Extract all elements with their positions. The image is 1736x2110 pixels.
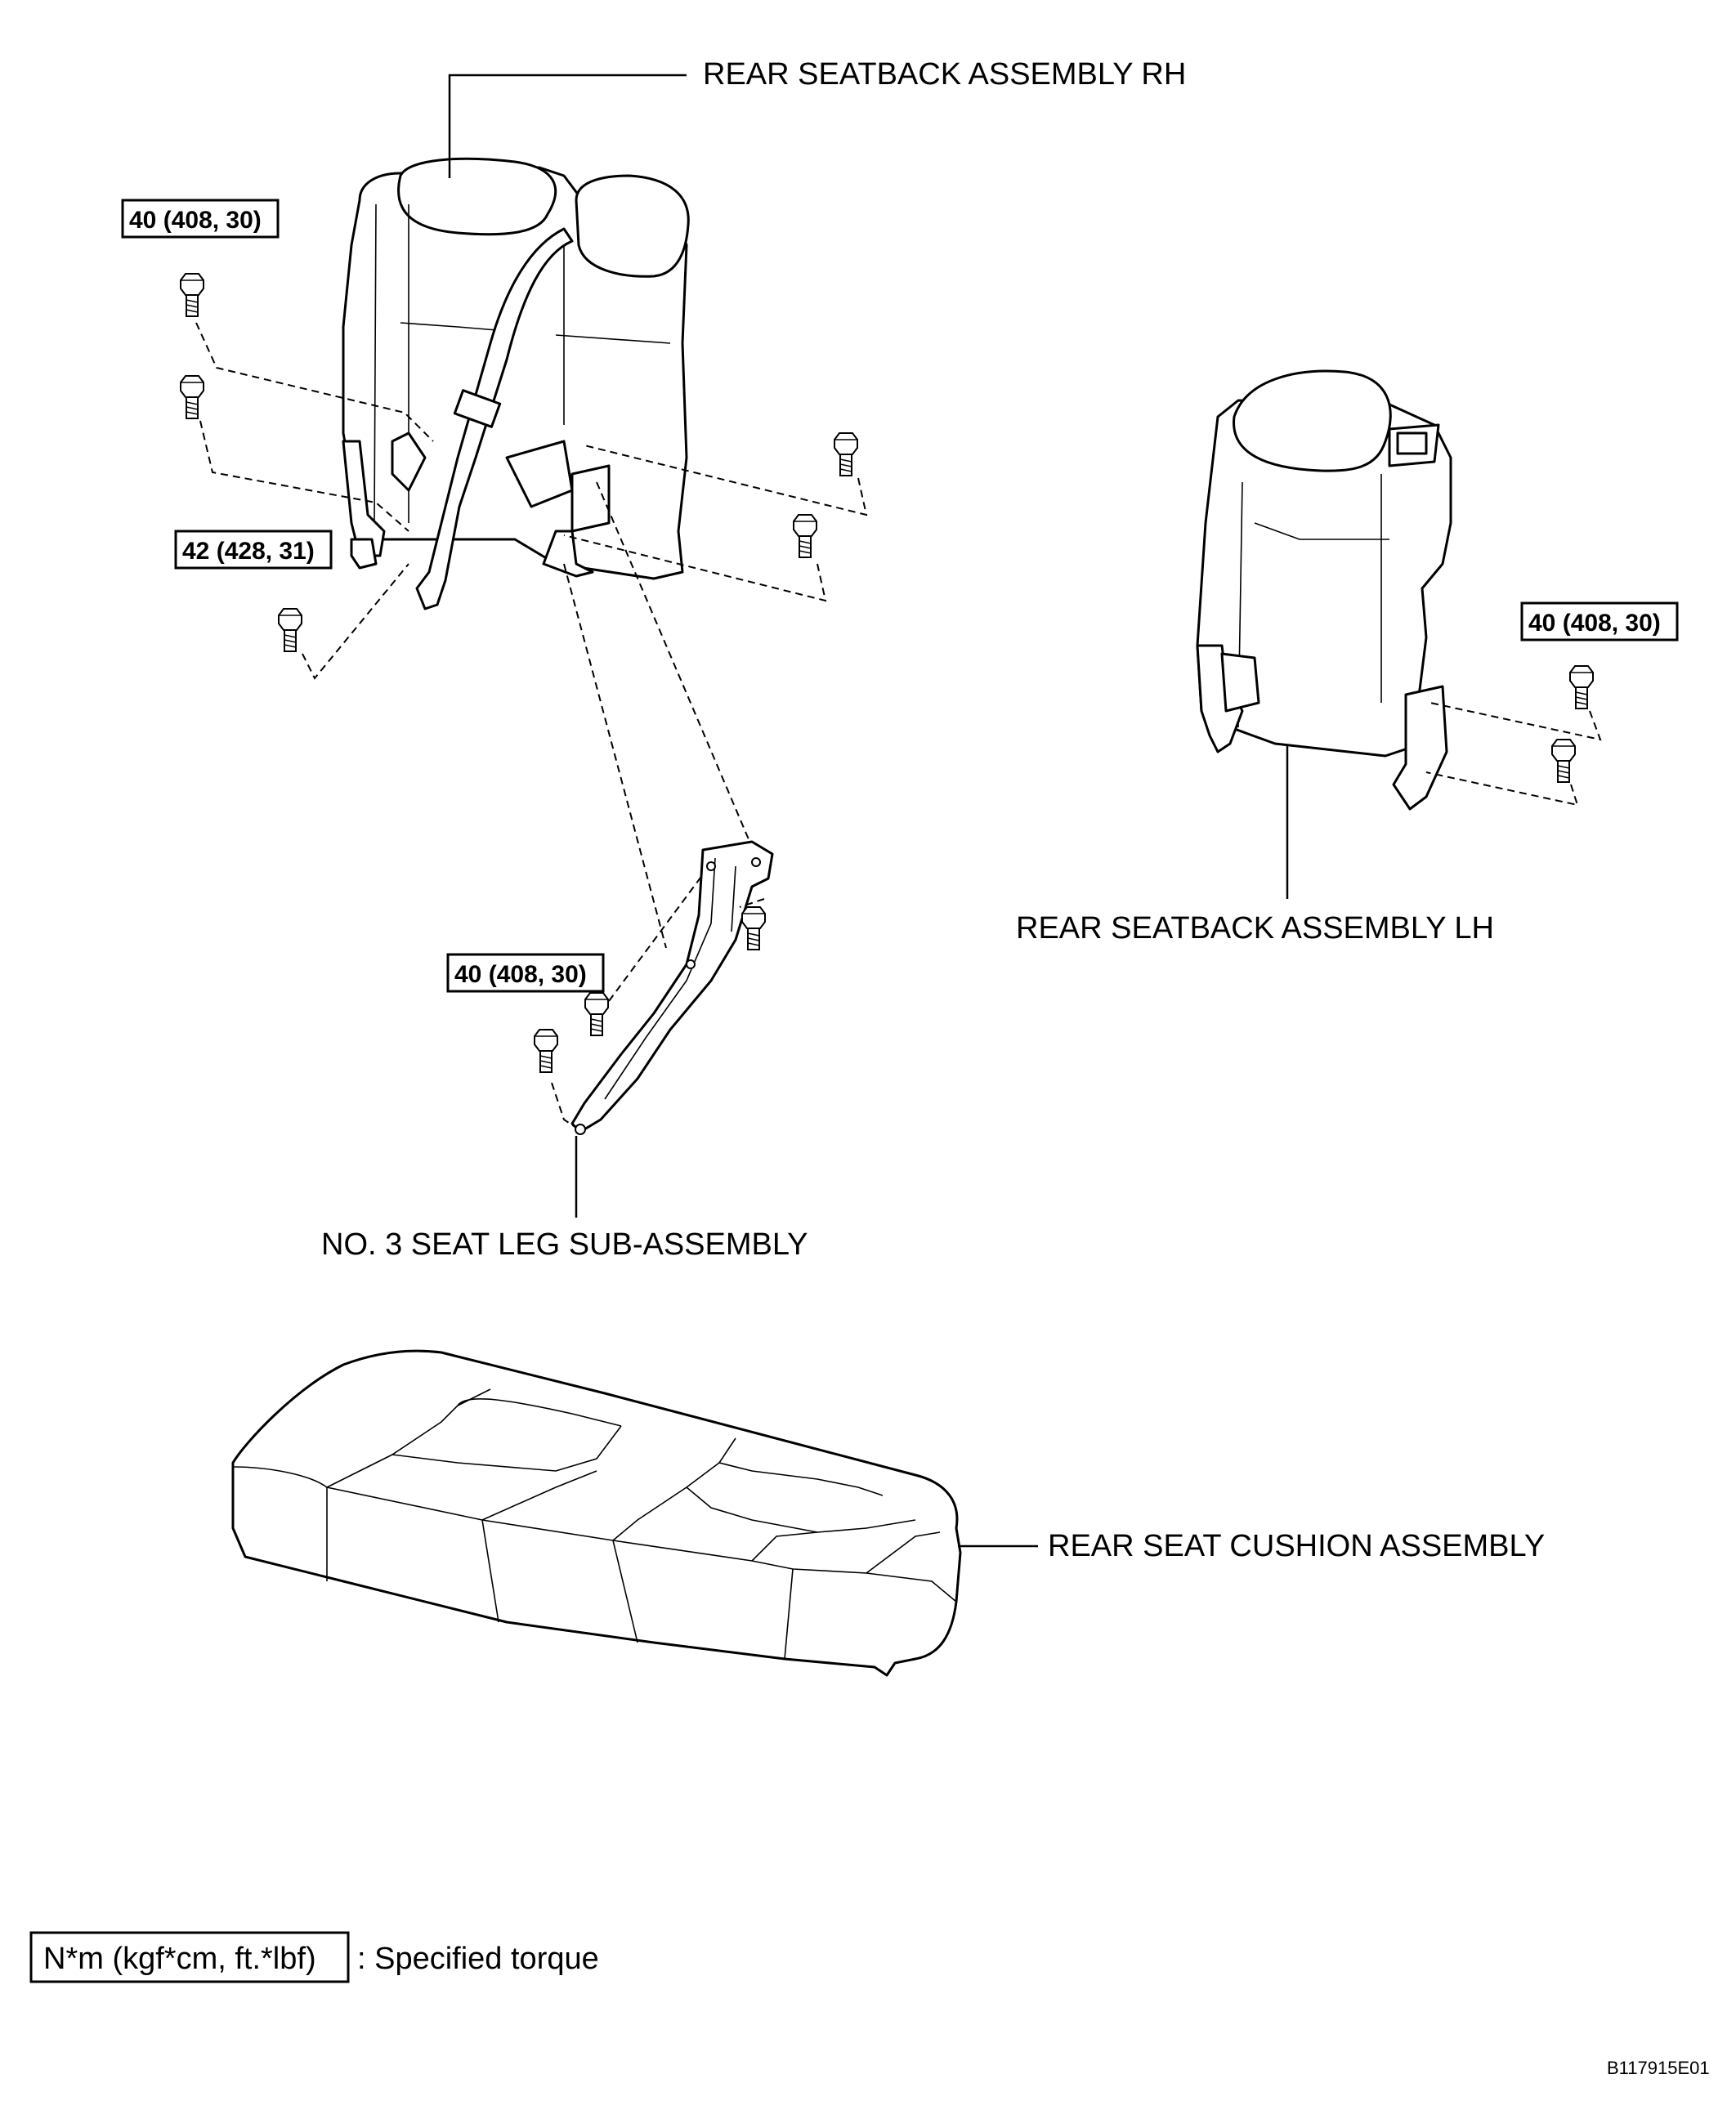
label-rear-seat-cushion: REAR SEAT CUSHION ASSEMBLY <box>1048 1529 1545 1563</box>
seat-belt-rh <box>415 227 574 610</box>
leader-rear-seatback-rh <box>448 74 687 178</box>
headrest-lh <box>1233 369 1392 472</box>
torque-label-rh-lower: 42 (428, 31) <box>174 530 333 570</box>
headrest-right <box>575 174 690 278</box>
torque-value-leg: 40 (408, 30) <box>454 961 587 988</box>
seat-leg-dashed-lines <box>551 874 765 1129</box>
torque-legend: N*m (kgf*cm, ft.*lbf) : Specified torque <box>29 1931 599 1983</box>
legend-unit: N*m (kgf*cm, ft.*lbf) <box>43 1942 316 1976</box>
legend-description: : Specified torque <box>357 1942 599 1976</box>
no3-seat-leg <box>570 840 774 1135</box>
rear-seatback-rh <box>342 157 690 610</box>
rear-seat-cushion <box>231 1349 962 1677</box>
lh-seatback-bolts <box>1551 665 1594 783</box>
lh-seatback-dashed-lines <box>1425 702 1602 807</box>
rh-seatback-dashed-lines <box>195 322 868 949</box>
figure-code: B117915E01 <box>1607 2058 1710 2078</box>
headrest-left <box>397 157 557 236</box>
torque-label-leg: 40 (408, 30) <box>446 953 605 993</box>
rear-seatback-lh <box>1196 369 1452 811</box>
torque-value-rh-lower: 42 (428, 31) <box>182 538 315 565</box>
torque-value-lh: 40 (408, 30) <box>1528 610 1661 637</box>
torque-label-rh-upper: 40 (408, 30) <box>121 199 280 239</box>
torque-value-rh-upper: 40 (408, 30) <box>129 207 262 234</box>
label-rear-seatback-rh: REAR SEATBACK ASSEMBLY RH <box>703 57 1186 92</box>
torque-label-lh: 40 (408, 30) <box>1520 601 1679 641</box>
label-rear-seatback-lh: REAR SEATBACK ASSEMBLY LH <box>1016 911 1494 945</box>
label-seat-leg: NO. 3 SEAT LEG SUB-ASSEMBLY <box>321 1227 808 1262</box>
